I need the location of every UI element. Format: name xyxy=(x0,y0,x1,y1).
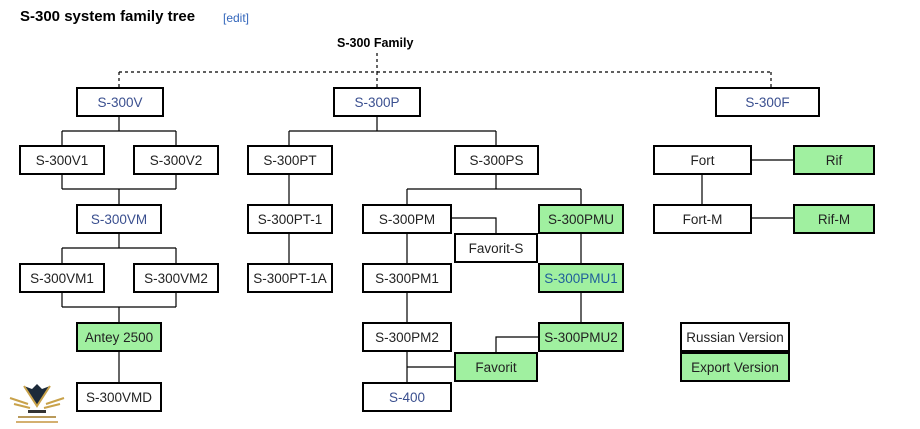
node-s300pm2: S-300PM2 xyxy=(362,322,452,352)
legend-russian-version: Russian Version xyxy=(680,322,790,352)
node-s300v2: S-300V2 xyxy=(133,145,219,175)
node-s300vmd: S-300VMD xyxy=(76,382,162,412)
watermark-logo xyxy=(9,384,65,423)
edit-link[interactable]: [edit] xyxy=(223,11,250,25)
root-label: S-300 Family xyxy=(337,36,414,50)
node-fortm: Fort-M xyxy=(653,204,752,234)
node-s300pmu2: S-300PMU2 xyxy=(538,322,624,352)
node-s300pmu: S-300PMU xyxy=(538,204,624,234)
node-s300f[interactable]: S-300F xyxy=(715,87,820,117)
section-title: S-300 system family tree xyxy=(20,8,196,25)
node-s300v1: S-300V1 xyxy=(19,145,105,175)
node-s300pt1: S-300PT-1 xyxy=(247,204,333,234)
node-s300pm1: S-300PM1 xyxy=(362,263,452,293)
node-s300vm[interactable]: S-300VM xyxy=(76,204,162,234)
node-s300pt1a: S-300PT-1A xyxy=(247,263,333,293)
node-antey: Antey 2500 xyxy=(76,322,162,352)
node-rif: Rif xyxy=(793,145,875,175)
node-s300p[interactable]: S-300P xyxy=(333,87,421,117)
node-fort: Fort xyxy=(653,145,752,175)
legend-export-version: Export Version xyxy=(680,352,790,382)
node-favorit: Favorit xyxy=(454,352,538,382)
node-favorits: Favorit-S xyxy=(454,233,538,263)
node-s300vm1: S-300VM1 xyxy=(19,263,105,293)
node-s300v[interactable]: S-300V xyxy=(76,87,164,117)
node-s300pm: S-300PM xyxy=(362,204,452,234)
node-s300vm2: S-300VM2 xyxy=(133,263,219,293)
node-s400[interactable]: S-400 xyxy=(362,382,452,412)
node-s300pmu1[interactable]: S-300PMU1 xyxy=(538,263,624,293)
node-s300pt: S-300PT xyxy=(247,145,333,175)
node-rifm: Rif-M xyxy=(793,204,875,234)
node-s300ps: S-300PS xyxy=(454,145,539,175)
